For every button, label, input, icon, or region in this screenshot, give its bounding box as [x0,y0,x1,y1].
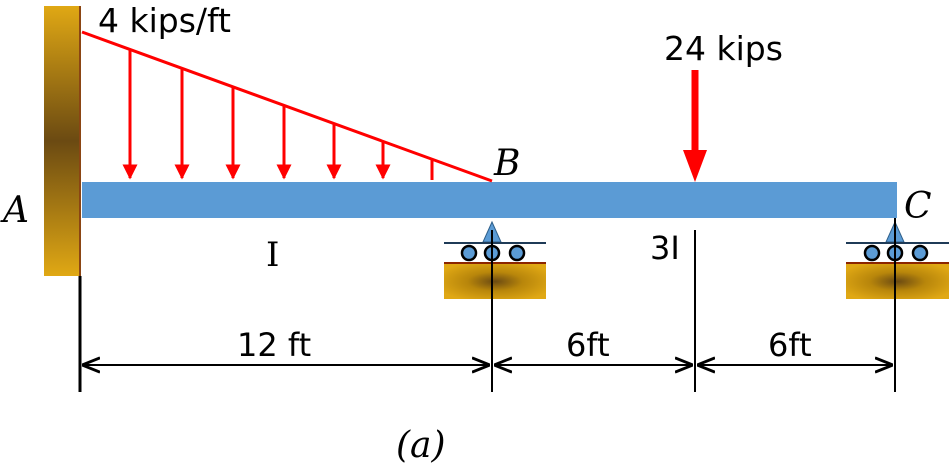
point-load [683,70,707,182]
distributed-load [81,30,493,183]
ground-block-b [444,264,546,299]
inertia-bc-label: 3I [650,229,680,267]
point-load-label: 24 kips [664,29,783,68]
beam [82,182,897,218]
fixed-wall [44,6,80,276]
roller-support-c [846,218,949,392]
roller-c-3 [911,244,929,262]
dimension-load-c-label: 6ft [768,326,812,364]
load-arrows [122,49,434,180]
roller-c-1 [863,244,881,262]
load-envelope-line [81,30,493,183]
point-load-arrowhead [683,150,707,182]
point-a-label: A [0,190,29,231]
point-b-label: B [493,143,520,184]
inertia-ab-label: I [266,235,279,275]
roller-support-b [444,220,546,392]
figure-caption: (a) [396,425,446,466]
roller-b-1 [460,244,478,262]
dimension-ab-label: 12 ft [237,326,311,364]
dimension-b-load-label: 6ft [566,326,610,364]
point-c-label: C [904,186,932,227]
ground-block-c [846,264,949,299]
distributed-load-label: 4 kips/ft [98,1,231,40]
roller-b-3 [508,244,526,262]
